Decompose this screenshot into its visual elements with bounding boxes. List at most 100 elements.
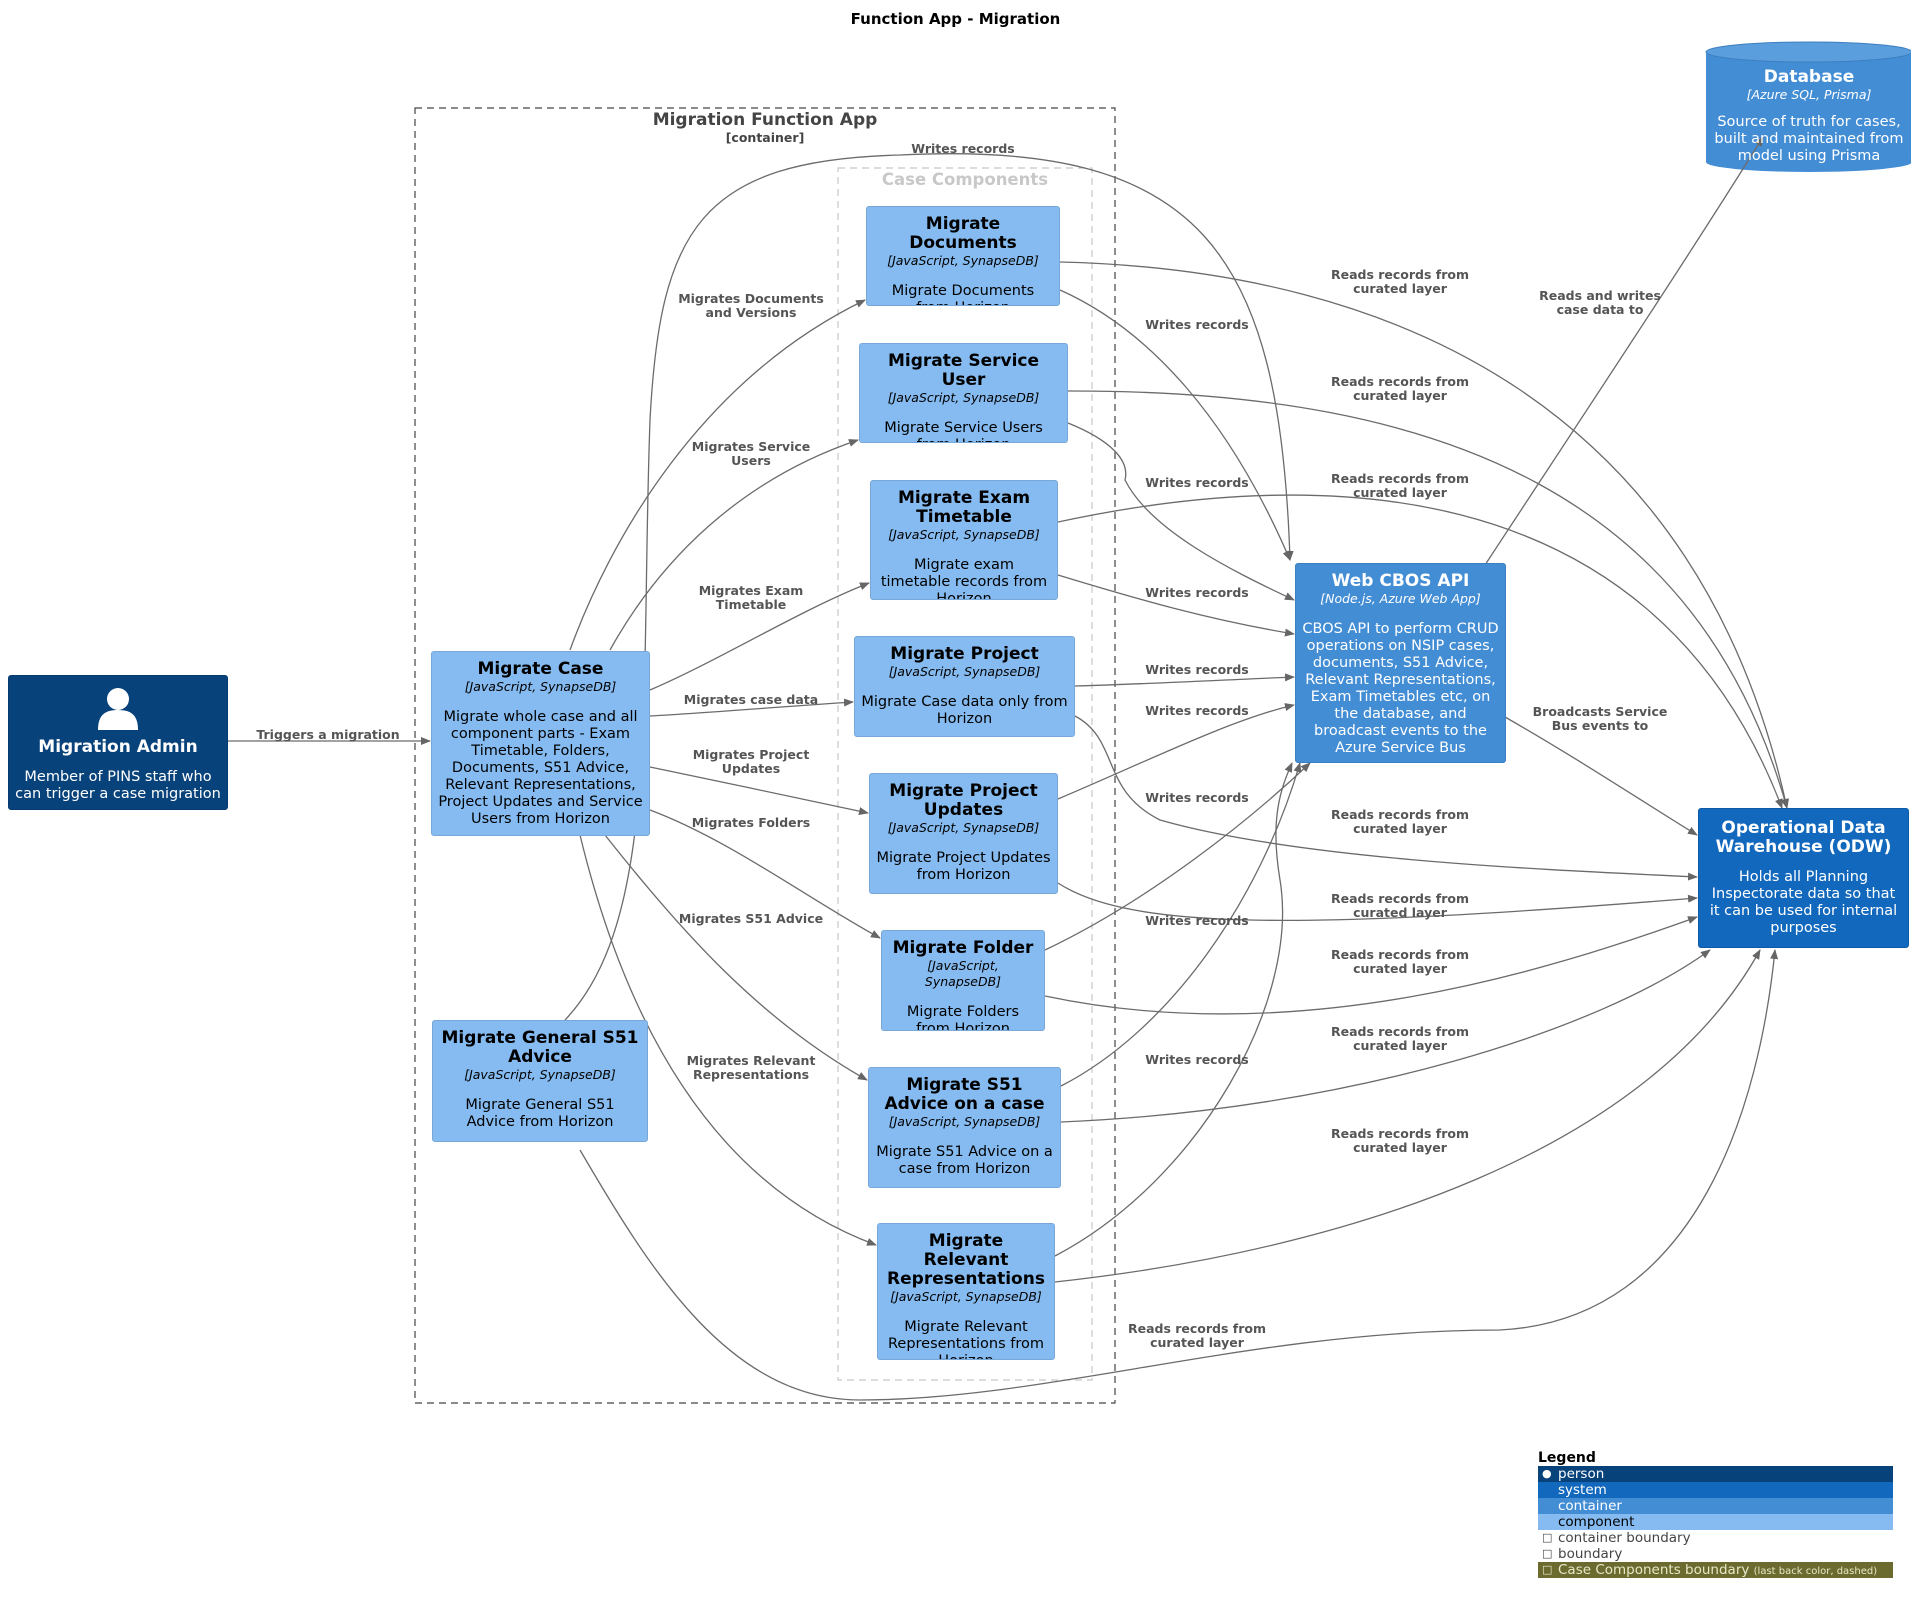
node-description: Migrate Relevant Representations from Ho… (887, 1319, 1045, 1359)
legend-item-case-components-boundary: □ Case Components boundary (last back co… (1538, 1562, 1893, 1578)
migrate-relreps-node[interactable]: Migrate Relevant Representations [JavaSc… (877, 1223, 1055, 1360)
edge-label: Reads records from curated layer (1330, 471, 1470, 500)
node-name: Migrate Folder (892, 938, 1034, 958)
migrate-project-node[interactable]: Migrate Project [JavaScript, SynapseDB] … (854, 636, 1075, 737)
node-name: Migration Admin (38, 737, 198, 757)
edge-folder-api (1044, 762, 1311, 951)
edge-label: Migrates Service Users (691, 439, 811, 468)
node-name: Migrate Service User (887, 351, 1040, 390)
node-technology: [JavaScript, SynapseDB] (887, 390, 1040, 405)
edge-label: Migrates Project Updates (692, 747, 810, 776)
boundary-icon: □ (1542, 1531, 1553, 1544)
node-technology: [JavaScript, SynapseDB] (890, 1289, 1042, 1304)
node-description: Migrate exam timetable records from Hori… (880, 557, 1048, 600)
edge-label: Reads records from curated layer (1330, 267, 1470, 296)
boundary-icon: □ (1542, 1563, 1553, 1576)
node-description: Member of PINS staff who can trigger a c… (15, 769, 221, 802)
edge-label: Reads and writes case data to (1539, 288, 1661, 317)
database-node[interactable]: Database [Azure SQL, Prisma] Source of t… (1706, 45, 1911, 170)
edge-api-odw (1504, 716, 1698, 836)
web-cbos-api-node[interactable]: Web CBOS API [Node.js, Azure Web App] CB… (1295, 563, 1506, 763)
migrate-project-updates-node[interactable]: Migrate Project Updates [JavaScript, Syn… (869, 773, 1058, 894)
person-icon (98, 688, 138, 730)
node-technology: [JavaScript, SynapseDB] (888, 1114, 1041, 1129)
function-app-title: Migration Function App (652, 110, 878, 130)
migrate-general-s51-node[interactable]: Migrate General S51 Advice [JavaScript, … (432, 1020, 648, 1142)
edge-label: Writes records (1145, 585, 1249, 600)
edge-label: Writes records (1145, 790, 1249, 805)
legend-label: component (1558, 1514, 1635, 1530)
legend-note: (last back color, dashed) (1753, 1566, 1878, 1577)
legend-item-container-boundary: □ container boundary (1538, 1530, 1893, 1546)
migrate-exam-timetable-node[interactable]: Migrate Exam Timetable [JavaScript, Syna… (870, 480, 1058, 600)
node-description: Source of truth for cases, built and mai… (1714, 114, 1904, 164)
edge-project-odw (1074, 715, 1698, 881)
edge-pu-odw (1057, 882, 1698, 922)
migrate-s51-case-node[interactable]: Migrate S51 Advice on a case [JavaScript… (868, 1067, 1061, 1188)
edge-case-s51 (604, 834, 868, 1081)
node-name: Web CBOS API (1331, 571, 1470, 591)
node-name: Migrate Project (890, 644, 1039, 664)
legend-label: person (1558, 1466, 1605, 1482)
node-technology: [JavaScript, SynapseDB] (888, 527, 1040, 542)
edge-label: Triggers a migration (256, 727, 400, 742)
edge-case-folder (649, 809, 881, 939)
odw-node[interactable]: Operational Data Warehouse (ODW) Holds a… (1698, 808, 1909, 948)
edge-su-api (1067, 422, 1295, 601)
edge-label: Migrates case data (683, 692, 819, 707)
legend-item-system: system (1538, 1482, 1893, 1498)
edge-folder-odw (1044, 916, 1698, 1015)
migrate-documents-node[interactable]: Migrate Documents [JavaScript, SynapseDB… (866, 206, 1060, 306)
legend-title: Legend (1538, 1450, 1596, 1466)
edge-label: Writes records (1145, 475, 1249, 490)
node-name: Migrate Project Updates (889, 781, 1038, 820)
database-cylinder (1705, 41, 1911, 172)
legend-label: container boundary (1558, 1530, 1691, 1546)
legend-label: boundary (1558, 1546, 1623, 1562)
node-description: Migrate Project Updates from Horizon (876, 850, 1051, 883)
node-description: Migrate Service Users from Horizon (884, 420, 1043, 442)
node-name: Migrate Exam Timetable (897, 488, 1031, 527)
node-description: Migrate S51 Advice on a case from Horizo… (876, 1144, 1053, 1177)
migration-admin-node[interactable]: Migration Admin Member of PINS staff who… (8, 675, 228, 810)
edge-label: Writes records (1145, 1052, 1249, 1067)
node-name: Migrate Documents (909, 214, 1017, 253)
node-description: CBOS API to perform CRUD operations on N… (1302, 621, 1499, 756)
edge-label: Reads records from curated layer (1330, 807, 1470, 836)
migrate-service-user-node[interactable]: Migrate Service User [JavaScript, Synaps… (859, 343, 1068, 443)
node-name: Migrate General S51 Advice (441, 1028, 639, 1067)
edge-label: Writes records (1145, 662, 1249, 677)
legend-label: Case Components boundary (1558, 1562, 1750, 1578)
edge-exam-api (1057, 574, 1295, 637)
edge-api-db (1484, 136, 1764, 566)
edge-label: Reads records from curated layer (1330, 947, 1470, 976)
node-name: Operational Data Warehouse (ODW) (1715, 818, 1892, 857)
node-name: Migrate S51 Advice on a case (884, 1075, 1045, 1114)
edge-case-pu (649, 766, 869, 815)
legend-label: system (1558, 1482, 1607, 1498)
edge-label: Reads records from curated layer (1330, 891, 1470, 920)
node-description: Migrate whole case and all component par… (438, 709, 643, 827)
edge-label: Reads records from curated layer (1330, 1126, 1470, 1155)
node-technology: [JavaScript, SynapseDB] (464, 1067, 616, 1082)
migrate-folder-node[interactable]: Migrate Folder [JavaScript, SynapseDB] M… (881, 930, 1045, 1031)
case-components-title: Case Components (881, 170, 1049, 189)
edge-label: Writes records (1145, 317, 1249, 332)
case-components-boundary (837, 167, 1093, 1381)
node-technology: [JavaScript, SynapseDB] (464, 679, 617, 694)
function-app-boundary (414, 107, 1116, 1404)
node-description: Migrate Case data only from Horizon (861, 694, 1068, 727)
legend-label: container (1558, 1498, 1622, 1514)
node-name: Database (1763, 67, 1855, 87)
edge-rr-api (1054, 762, 1293, 1257)
edge-docs-odw (1059, 261, 1789, 809)
node-technology: [JavaScript, SynapseDB] (924, 958, 1002, 989)
edge-case-rr (579, 834, 877, 1246)
node-name: Migrate Relevant Representations (887, 1231, 1045, 1289)
migrate-case-node[interactable]: Migrate Case [JavaScript, SynapseDB] Mig… (431, 651, 650, 836)
edge-s51-odw (1060, 949, 1711, 1123)
function-app-type: [container] (725, 130, 805, 145)
node-technology: [JavaScript, SynapseDB] (887, 253, 1039, 268)
edge-case-docs (569, 299, 866, 651)
